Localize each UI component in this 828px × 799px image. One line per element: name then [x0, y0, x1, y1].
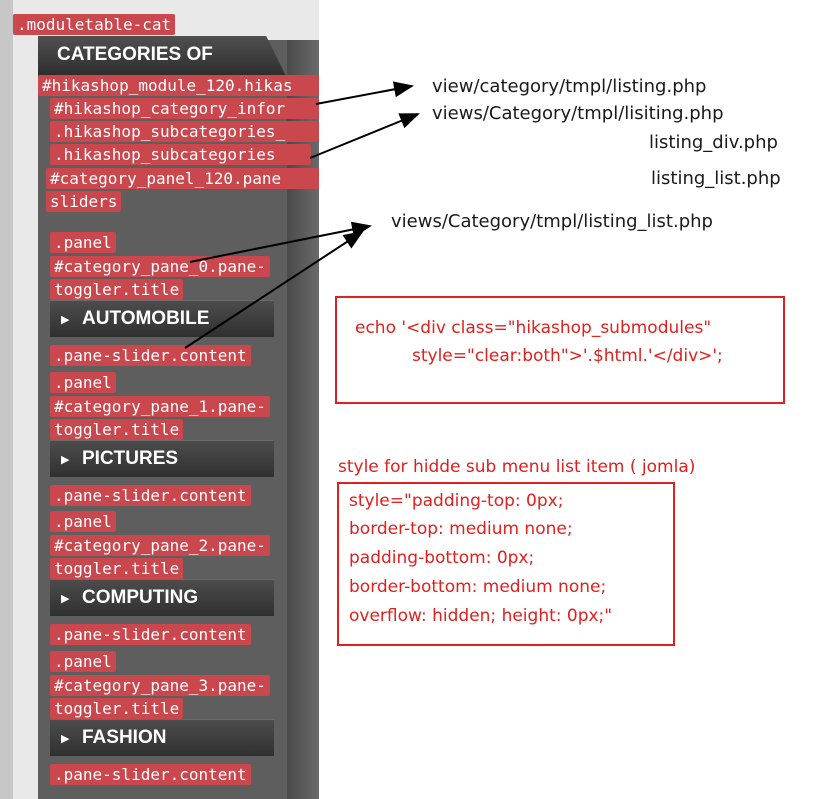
- category-toggler-automobile[interactable]: ▶ AUTOMOBILE: [50, 300, 274, 337]
- selector-tag-subcategories: .hikashop_subcategories_: [50, 121, 319, 142]
- selector-tag-pane-toggler: #category_pane_1.pane-: [50, 396, 270, 417]
- arrow-slider-to-listing-list: [184, 230, 364, 349]
- selector-tag-pane-toggler: #category_pane_2.pane-: [50, 535, 270, 556]
- play-arrow-icon: ▶: [61, 452, 70, 466]
- arrow-pane-to-listing-list: [189, 221, 372, 263]
- style-note-line: padding-bottom: 0px;: [349, 548, 535, 568]
- echo-code-line-1: echo '<div class="hikashop_submodules": [355, 318, 712, 338]
- selector-tag-pane-slider: .pane-slider.content: [50, 624, 251, 645]
- style-note-line: border-top: medium none;: [349, 519, 573, 539]
- play-arrow-icon: ▶: [61, 731, 70, 745]
- style-note-line: style="padding-top: 0px;: [349, 491, 564, 511]
- selector-tag-pane-slider: .pane-slider.content: [50, 764, 251, 785]
- selector-tag-pane-slider: .pane-slider.content: [50, 345, 251, 366]
- annotation-path-views-listing-list: views/Category/tmpl/listing_list.php: [391, 211, 713, 232]
- category-label: COMPUTING: [82, 587, 199, 608]
- arrow-subcategories-to-listing: [309, 113, 420, 159]
- selector-tag-panel: .panel: [50, 511, 116, 532]
- annotation-path-listing: view/category/tmpl/listing.php: [432, 76, 707, 97]
- selector-tag-panel: .panel: [50, 372, 116, 393]
- category-toggler-pictures[interactable]: ▶ PICTURES: [50, 440, 274, 477]
- selector-tag-toggler-title: toggler.title: [50, 698, 184, 719]
- selector-tag-toggler-title: toggler.title: [50, 558, 184, 579]
- selector-tag-category-info: #hikashop_category_infor: [50, 98, 319, 119]
- annotation-path-listing-list: listing_list.php: [651, 168, 781, 189]
- style-note-line: overflow: hidden; height: 0px;": [349, 606, 613, 626]
- selector-tag-root: .moduletable-cat: [13, 14, 176, 35]
- play-arrow-icon: ▶: [61, 591, 70, 605]
- annotation-path-lisiting: views/Category/tmpl/lisiting.php: [432, 103, 724, 124]
- module-title: CATEGORIES OF: [57, 44, 213, 65]
- style-note-heading: style for hidde sub menu list item ( jom…: [338, 457, 696, 477]
- selector-tag-panel: .panel: [50, 232, 116, 253]
- category-toggler-fashion[interactable]: ▶ FASHION: [50, 719, 274, 756]
- selector-tag-module-id: #hikashop_module_120.hikas: [38, 75, 319, 96]
- module-header-bar: [38, 36, 286, 76]
- selector-tag-pane-slider: .pane-slider.content: [50, 485, 251, 506]
- selector-tag-sliders: sliders: [46, 191, 122, 212]
- selector-tag-subcategories: .hikashop_subcategories: [50, 144, 311, 165]
- selector-tag-panel: .panel: [50, 651, 116, 672]
- module-panel-shadow: [287, 40, 319, 799]
- play-arrow-icon: ▶: [61, 312, 70, 326]
- echo-code-line-2: style="clear:both">'.$html.'</div>';: [412, 346, 723, 366]
- category-toggler-computing[interactable]: ▶ COMPUTING: [50, 579, 274, 616]
- selector-tag-pane-toggler: #category_pane_3.pane-: [50, 675, 270, 696]
- category-label: FASHION: [82, 727, 167, 748]
- echo-code-box: [335, 296, 785, 404]
- annotation-path-listing-div: listing_div.php: [649, 132, 778, 153]
- category-label: AUTOMOBILE: [82, 308, 210, 329]
- selector-tag-category-panel: #category_panel_120.pane: [46, 168, 319, 189]
- arrow-module-to-listing: [315, 81, 414, 105]
- selector-tag-pane-toggler: #category_pane_0.pane-: [50, 256, 270, 277]
- page-left-edge: [0, 0, 13, 799]
- category-label: PICTURES: [82, 448, 179, 469]
- selector-tag-toggler-title: toggler.title: [50, 279, 184, 300]
- style-note-box: [337, 482, 675, 646]
- selector-tag-toggler-title: toggler.title: [50, 419, 184, 440]
- style-note-line: border-bottom: medium none;: [349, 577, 607, 597]
